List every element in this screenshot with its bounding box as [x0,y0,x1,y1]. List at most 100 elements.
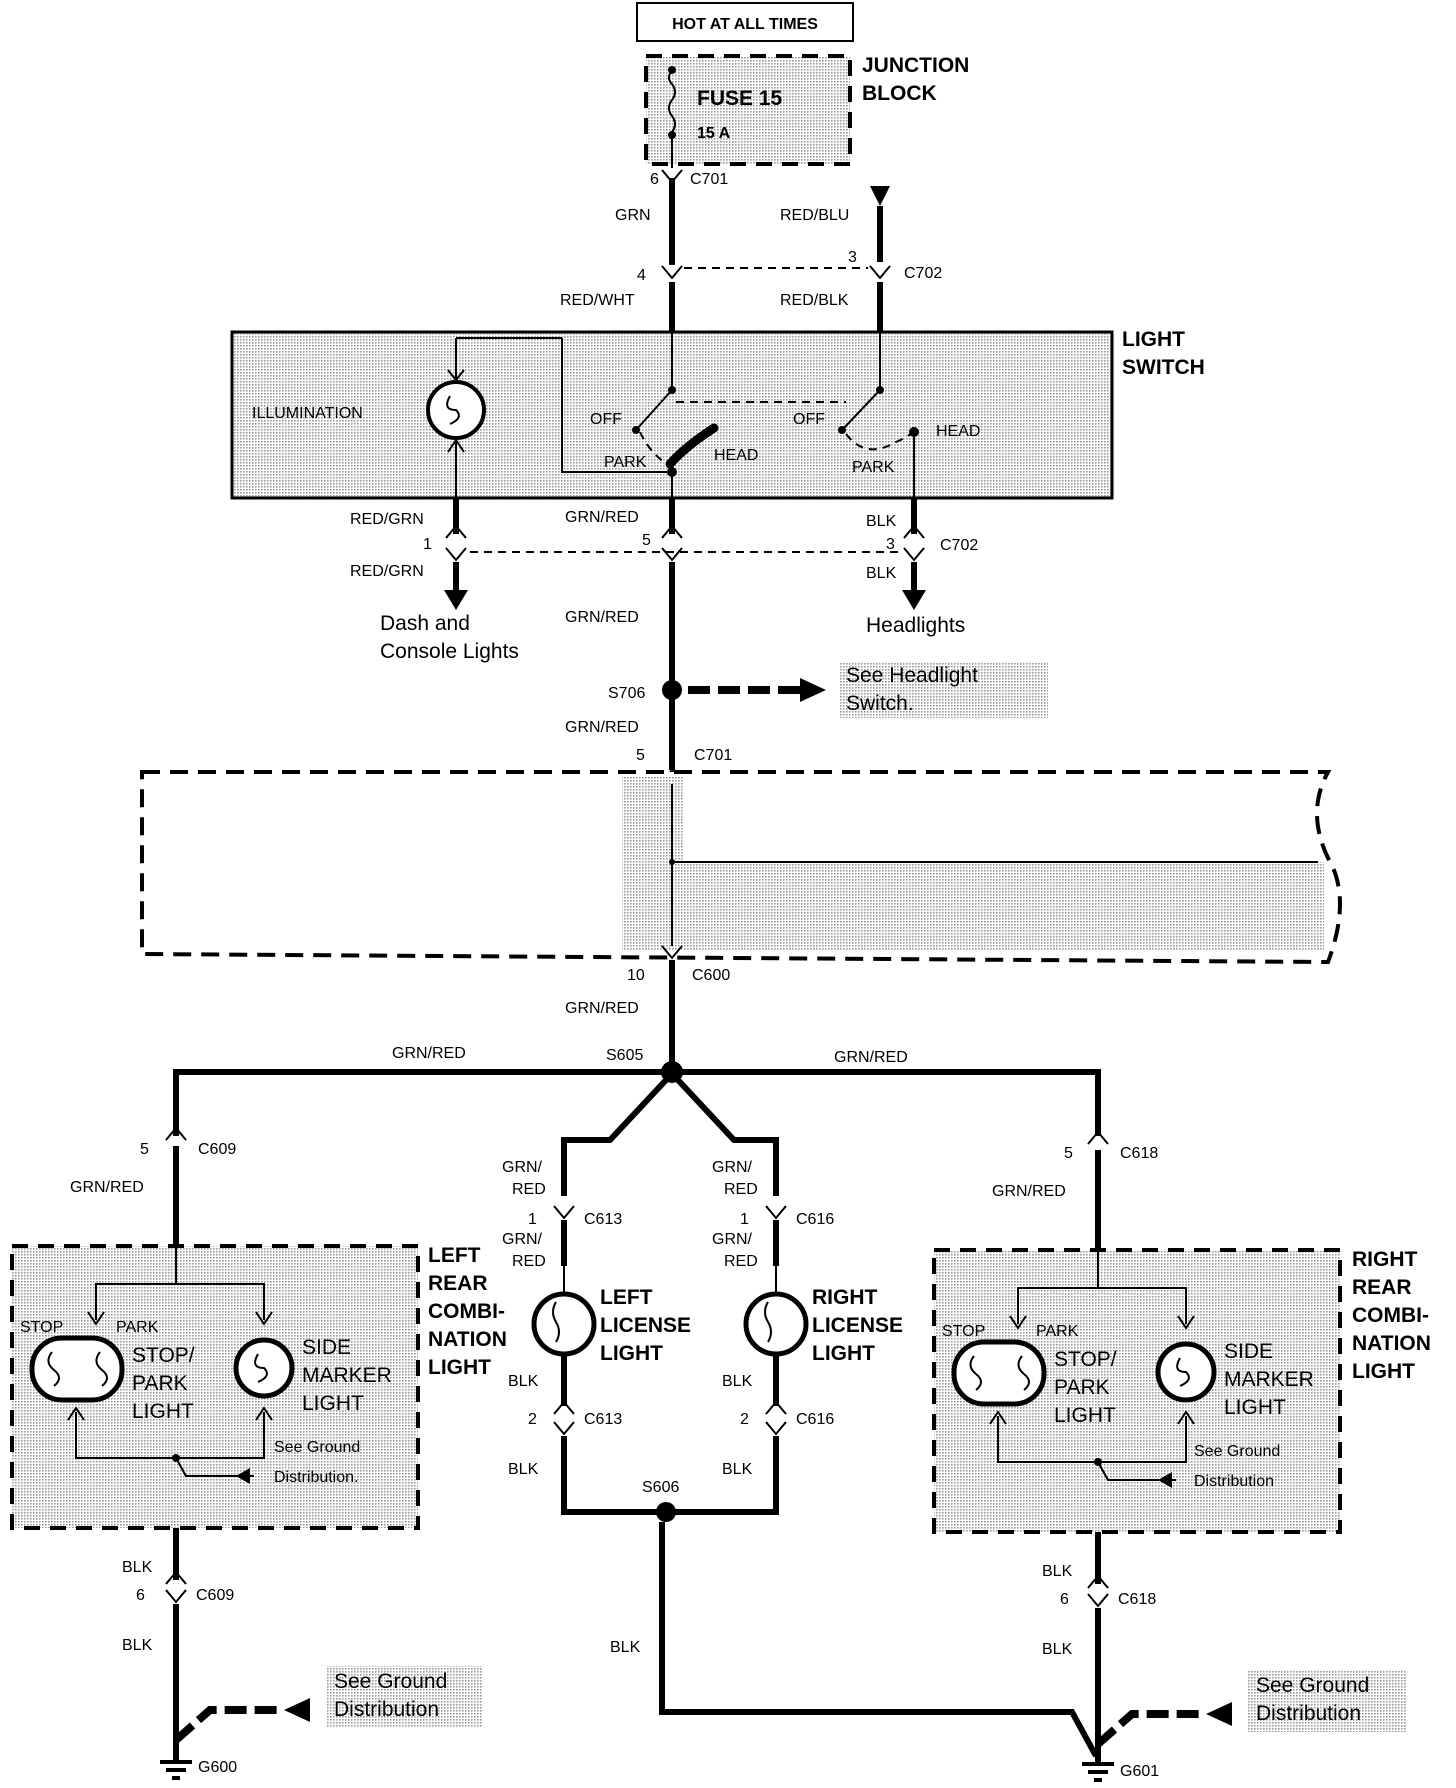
wire-grn-red-3-label: GRN/RED [565,719,639,736]
see-headlight-arrow-icon [800,678,826,702]
left-off-label: OFF [590,411,622,428]
left-head-label: HEAD [714,447,758,464]
wire-grn-red-right-label: GRN/RED [834,1049,908,1066]
fuse-rating: 15 A [697,125,731,142]
right-park-label: PARK [1036,1323,1079,1340]
left-stop-park-lamp-icon [29,1335,125,1403]
right-rear-title-4: NATION [1352,1332,1431,1355]
left-see-ground-ext-1: See Ground [334,1670,447,1693]
wire-grn-red-left-label: GRN/RED [392,1045,466,1062]
c702-out-connector [903,524,925,539]
left-see-ground-2: Distribution. [274,1469,358,1486]
c600-pin: 10 [627,967,645,984]
c701-out-connector [661,524,683,539]
ll-wire-mid-1: GRN/ [502,1231,543,1248]
light-switch-title-1: LIGHT [1122,328,1185,351]
left-rear-title-1: LEFT [428,1244,481,1267]
harness-passthrough-block [140,770,1342,965]
left-license-lamp-icon [531,1291,597,1357]
ll-wire-top-2: RED [512,1181,546,1198]
headlights-arrow-icon [902,590,926,610]
junction-block-title-2: BLOCK [862,82,937,105]
right-stop-label: STOP [942,1323,985,1340]
wire-blk-rr-2: BLK [1042,1641,1073,1658]
power-source-label: HOT AT ALL TIMES [672,16,818,33]
c609-top-name: C609 [198,1141,236,1158]
dash-lights-label-2: Console Lights [380,640,519,663]
c618-top-name: C618 [1120,1145,1158,1162]
c613-top-pin: 1 [528,1211,537,1228]
c600-name: C600 [692,967,730,984]
rl-wire-mid-1: GRN/ [712,1231,753,1248]
c701-out-pin: 5 [642,532,651,549]
right-side-marker-2: MARKER [1224,1368,1314,1391]
fuse-name: FUSE 15 [697,87,783,110]
c618-bot-name: C618 [1118,1591,1156,1608]
rl-wire-blk-2: BLK [722,1461,753,1478]
right-license-lamp-icon [743,1291,809,1357]
right-see-ground-2: Distribution [1194,1473,1274,1490]
hot-at-all-times-box: HOT AT ALL TIMES [636,2,854,42]
left-park-label: PARK [604,454,647,471]
left-stop-park-3: LIGHT [132,1400,194,1423]
c701-top-name: C701 [690,171,728,188]
right-stop-park-lamp-icon [951,1339,1047,1407]
left-license-title-1: LEFT [600,1286,653,1309]
left-stop-park-1: STOP/ [132,1344,195,1367]
light-switch: LIGHT SWITCH ILLUMINATION OFF PARK HEAD [230,328,1205,500]
c613-bot-connector [553,1400,575,1415]
ll-wire-blk-1: BLK [508,1373,539,1390]
left-stop-park-2: PARK [132,1372,188,1395]
right-see-ground-ext-2: Distribution [1256,1702,1361,1725]
wire-red-wht-label: RED/WHT [560,292,635,309]
rl-wire-top-2: RED [724,1181,758,1198]
c616-bot-name: C616 [796,1411,834,1428]
left-side-marker-1: SIDE [302,1336,351,1359]
dash-connector [445,524,467,539]
right-side-marker-3: LIGHT [1224,1396,1286,1419]
right-ground-arrow-icon [1206,1702,1232,1726]
illumination-label: ILLUMINATION [252,405,363,422]
c702-out-name: C702 [940,537,978,554]
wire-blk-lr-2: BLK [122,1637,153,1654]
wire-grn-red-lr-label: GRN/RED [70,1179,144,1196]
c609-top-pin: 5 [140,1141,149,1158]
right-stop-park-1: STOP/ [1054,1348,1117,1371]
c618-bot-connector [1087,1574,1109,1589]
rl-wire-blk-1: BLK [722,1373,753,1390]
c609-bot-name: C609 [196,1587,234,1604]
right-off-label: OFF [793,411,825,428]
dash-pin: 1 [423,536,432,553]
c702-in-name: C702 [904,265,942,282]
red-blu-incoming-arrow-icon [870,186,890,206]
c618-top-connector [1087,1130,1109,1145]
junction-block: FUSE 15 15 A JUNCTION BLOCK [644,54,969,166]
g601-label: G601 [1120,1763,1159,1780]
c616-top-name: C616 [796,1211,834,1228]
ll-wire-blk-2: BLK [508,1461,539,1478]
c600-connector [661,945,683,960]
wire-red-grn-bot-label: RED/GRN [350,563,424,580]
right-head-label: HEAD [936,423,980,440]
left-ground-arrow-icon [284,1698,310,1722]
left-side-marker-2: MARKER [302,1364,392,1387]
c609-top-connector [165,1126,187,1141]
c618-bot-pin: 6 [1060,1591,1069,1608]
wire-blk-switch-top-label: BLK [866,513,897,530]
left-rear-title-4: NATION [428,1328,507,1351]
c701-mid-name: C701 [694,747,732,764]
right-rear-title-1: RIGHT [1352,1248,1418,1271]
g601-ground-icon [1082,1762,1114,1782]
see-headlight-2: Switch. [846,692,914,715]
g600-ground-icon [160,1760,192,1780]
see-headlight-1: See Headlight [846,664,978,687]
right-rear-title-5: LIGHT [1352,1360,1415,1383]
c613-top-name: C613 [584,1211,622,1228]
c701-switch-connector [661,265,683,280]
wire-red-blk-label: RED/BLK [780,292,849,309]
wire-red-grn-top-label: RED/GRN [350,511,424,528]
c613-bot-pin: 2 [528,1411,537,1428]
wire-grn-red-rr-label: GRN/RED [992,1183,1066,1200]
right-park-label: PARK [852,459,895,476]
wire-blk-s606-label: BLK [610,1639,641,1656]
